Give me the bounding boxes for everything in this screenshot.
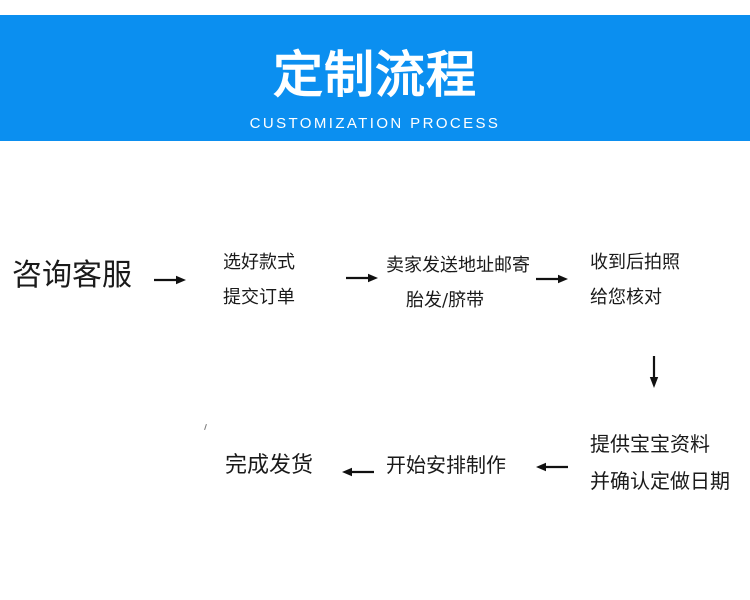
right-arrow-icon — [154, 275, 186, 285]
step-mail-sample: 卖家发送地址邮寄 胎发/脐带 — [386, 256, 530, 311]
step-ship-line: 完成发货 — [225, 453, 314, 478]
page-subtitle: CUSTOMIZATION PROCESS — [249, 115, 501, 132]
step-info-line-1: 提供宝宝资料 — [590, 432, 710, 456]
stray-mark — [204, 423, 207, 431]
down-arrow-icon — [649, 356, 659, 388]
step-complete-shipping: 完成发货 — [225, 453, 313, 479]
step-consult-service: 咨询客服 — [12, 258, 132, 293]
step-receive-line-2: 给您核对 — [590, 287, 662, 308]
step-mail-line-1: 卖家发送地址邮寄 — [386, 255, 530, 276]
step-select-line-1: 选好款式 — [223, 252, 295, 273]
step-receive-line-1: 收到后拍照 — [590, 252, 680, 273]
step-select-line-2: 提交订单 — [223, 287, 295, 308]
left-arrow-icon — [536, 462, 568, 472]
right-arrow-icon — [536, 274, 568, 284]
step-make-line: 开始安排制作 — [386, 453, 506, 477]
step-receive-photo: 收到后拍照 给您核对 — [590, 253, 680, 308]
left-arrow-icon — [342, 467, 374, 477]
page-title: 定制流程 — [273, 46, 477, 104]
header-banner: 定制流程 CUSTOMIZATION PROCESS — [0, 15, 750, 141]
step-info-line-2: 并确认定做日期 — [590, 469, 730, 493]
step-select-style: 选好款式 提交订单 — [223, 253, 295, 308]
step-arrange-production: 开始安排制作 — [386, 453, 506, 477]
step-provide-info: 提供宝宝资料 并确认定做日期 — [590, 433, 730, 492]
right-arrow-icon — [346, 273, 378, 283]
step-mail-line-2: 胎发/脐带 — [406, 290, 485, 311]
